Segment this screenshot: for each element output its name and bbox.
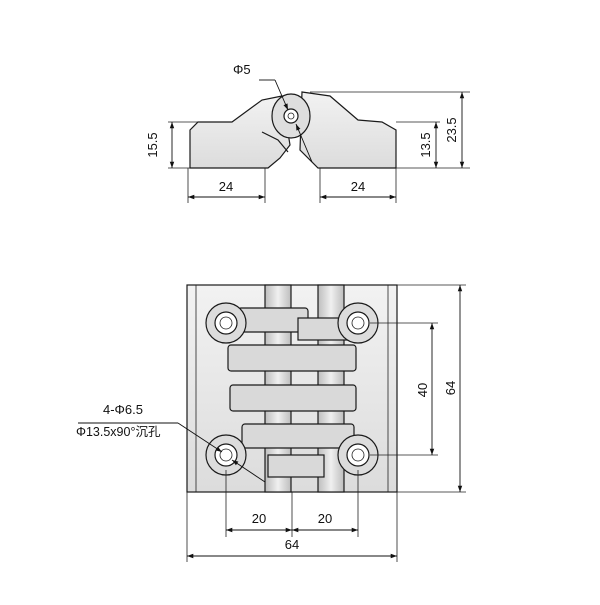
- left-leaf-width-label: 24: [219, 179, 233, 194]
- pin-hole: [283, 108, 299, 124]
- total-height-side-label: 23.5: [444, 117, 459, 142]
- total-width-label: 64: [285, 537, 299, 552]
- hole-spec-line1: 4-Φ6.5: [103, 402, 143, 417]
- side-right-leaf: [299, 91, 397, 169]
- hole-spacing-left-label: 20: [252, 511, 266, 526]
- mounting-hole-top-right: [337, 302, 379, 344]
- hole-vertical-spacing-label: 40: [415, 383, 430, 397]
- hole-spec-line2: Φ13.5x90°沉孔: [76, 425, 161, 439]
- mounting-hole-bottom-left: [205, 434, 247, 476]
- mounting-hole-top-left: [205, 302, 247, 344]
- hole-spacing-right-label: 20: [318, 511, 332, 526]
- front-view: 4-Φ6.5 Φ13.5x90°沉孔 40 64 20 20 64: [76, 284, 466, 562]
- right-thickness-label: 13.5: [418, 132, 433, 157]
- left-thickness-label: 15.5: [145, 132, 160, 157]
- pin-diameter-label: Φ5: [233, 62, 251, 77]
- total-height-front-label: 64: [443, 381, 458, 395]
- interlocking-tabs: [227, 307, 359, 478]
- right-leaf-width-label: 24: [351, 179, 365, 194]
- mounting-hole-bottom-right: [337, 434, 379, 476]
- side-view: Φ5 15.5 13.5 23.5 24 24: [145, 62, 470, 203]
